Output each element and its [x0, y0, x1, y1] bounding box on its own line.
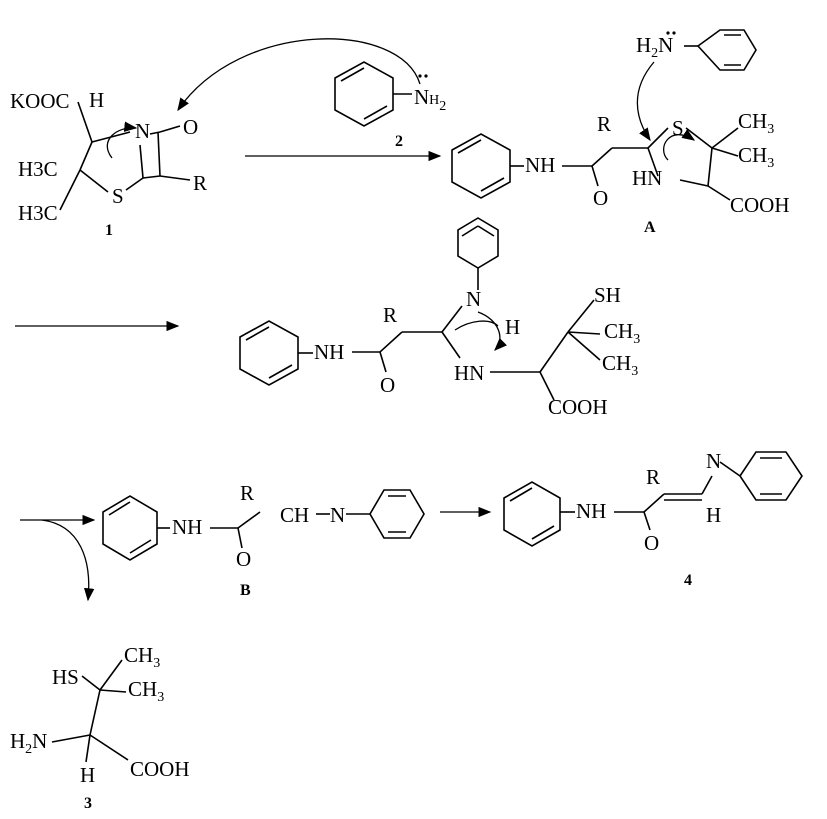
label-compound-B: B: [240, 582, 251, 599]
compound-1: KOOC H N O H3C H3C S R 1: [10, 88, 207, 239]
ch3-A-2: CH3: [738, 143, 774, 171]
ch3-3-1: CH3: [124, 643, 160, 671]
h-3: H: [80, 763, 95, 787]
label-intermediate-A: A: [644, 219, 656, 236]
koooc-label: KOOC: [10, 89, 70, 113]
ch-B: CH: [280, 503, 309, 527]
r-group-A: R: [597, 112, 611, 136]
label-compound-1: 1: [105, 222, 113, 239]
compound-3: HS CH3 CH3 H2N H COOH 3: [10, 643, 190, 812]
o-B: O: [236, 547, 251, 571]
h-mid: H: [505, 315, 520, 339]
n-4: N: [706, 449, 721, 473]
n-mid: N: [466, 287, 481, 311]
h-label: H: [89, 88, 104, 112]
ch3-A-1: CH3: [738, 109, 774, 137]
nh-B: NH: [172, 515, 202, 539]
hn-mid: HN: [454, 361, 484, 385]
n-atom: N: [135, 119, 150, 143]
s-atom-A: S: [672, 116, 684, 140]
intermediate-A: NH O R S CH3 CH3 HN COOH H2N A: [451, 29, 790, 236]
h3c-label-2: H3C: [18, 201, 58, 225]
label-compound-2: 2: [395, 133, 403, 150]
compound-B: NH O R CH N B: [102, 481, 425, 599]
hn-A: HN: [632, 166, 662, 190]
cooh-3: COOH: [130, 757, 190, 781]
label-compound-4: 4: [684, 572, 692, 589]
r-4: R: [646, 465, 660, 489]
compound-4: NH O R N H 4: [503, 449, 803, 589]
attack-arrow-1: [177, 38, 421, 112]
nh-label: NH: [525, 153, 555, 177]
h3c-label: H3C: [18, 157, 58, 181]
h2n-3: H2N: [10, 729, 47, 757]
nh-mid: NH: [314, 340, 344, 364]
elimination-arrow: [41, 519, 95, 602]
ch3-3-2: CH3: [128, 677, 164, 705]
o-carbonyl: O: [593, 186, 608, 210]
r-B: R: [240, 481, 254, 505]
o-atom: O: [183, 115, 198, 139]
sh-mid: SH: [594, 283, 621, 307]
n-B: N: [330, 503, 345, 527]
cooh-A: COOH: [730, 193, 790, 217]
r-mid: R: [383, 303, 397, 327]
o-mid: O: [380, 373, 395, 397]
hs-3: HS: [52, 665, 79, 689]
o-4: O: [644, 531, 659, 555]
nh-4: NH: [576, 499, 606, 523]
h2n-top: H2N: [636, 33, 673, 61]
ch3-mid-2: CH3: [602, 351, 638, 379]
h-4: H: [706, 503, 721, 527]
intermediate-middle: NH O R N HN H SH CH3 CH3 COOH: [239, 217, 640, 419]
compound-2-aniline: NH2 2: [334, 61, 446, 150]
s-atom: S: [112, 184, 124, 208]
label-compound-3: 3: [84, 795, 92, 812]
ch3-mid-1: CH3: [604, 319, 640, 347]
cooh-mid: COOH: [548, 395, 608, 419]
r-group: R: [193, 171, 207, 195]
nh2-label: NH2: [414, 85, 446, 114]
